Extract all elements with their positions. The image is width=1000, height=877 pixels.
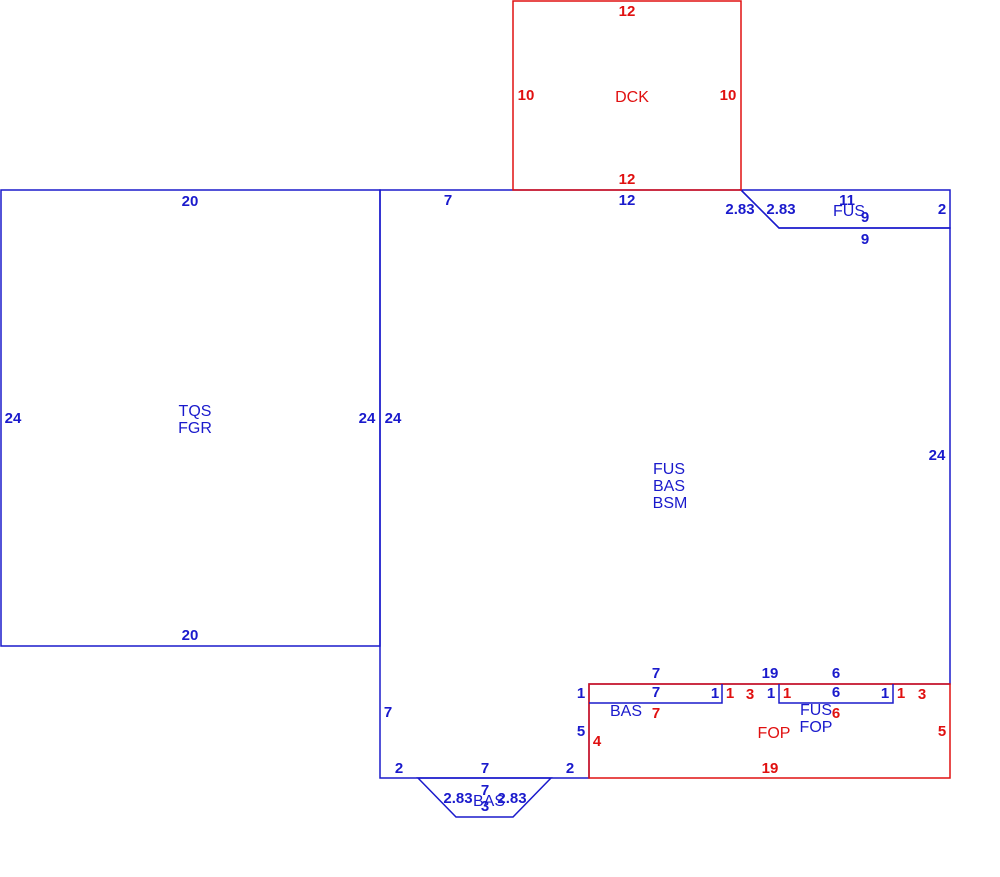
upper-corner-fus-outline: [739, 189, 951, 229]
area-label-main-1: FUS: [653, 461, 685, 478]
dim-porch-red-7: 7: [652, 705, 660, 722]
dim-deck-top: 12: [619, 3, 636, 20]
porch-outline: [588, 683, 951, 779]
dim-porch-left-5: 5: [577, 723, 585, 740]
area-label-corner-fus: FUS: [833, 203, 865, 220]
dim-garage-top: 20: [182, 193, 199, 210]
dim-garage-bottom: 20: [182, 627, 199, 644]
area-label-porch-fus: FUS: [800, 702, 832, 719]
area-label-main-2: BAS: [653, 478, 685, 495]
dim-porch-red-3a: 3: [746, 686, 754, 703]
dim-strip-7: 7: [652, 684, 660, 701]
dim-porch-red-6: 6: [832, 705, 840, 722]
bas-strip-outline: [589, 684, 723, 704]
dim-main-top-7: 7: [444, 192, 452, 209]
dim-bay-diag-b: 2.83: [497, 790, 526, 807]
area-label-deck: DCK: [615, 89, 649, 106]
dim-corner-right: 2: [938, 201, 946, 218]
dim-bay-top-7: 7: [481, 782, 489, 799]
dim-bay-bottom-3: 3: [481, 798, 489, 815]
area-label-garage-2: FGR: [178, 420, 212, 437]
dim-porch-top-7: 7: [652, 665, 660, 682]
dim-corner-top: 11: [839, 192, 855, 209]
dim-corner-inner: 9: [861, 209, 869, 226]
area-label-bay: BAS: [473, 793, 505, 810]
bay-outline: [416, 777, 553, 818]
dim-strip-1a: 1: [577, 685, 585, 702]
dim-porch-bottom-19: 19: [762, 760, 779, 777]
dim-main-left-24: 24: [385, 410, 402, 427]
dim-main-bottom-2a: 2: [395, 760, 403, 777]
dim-porch-red-1a: 1: [726, 685, 734, 702]
dim-porch-red-1b: 1: [783, 685, 791, 702]
dim-main-left-7: 7: [384, 704, 392, 721]
dim-garage-left: 24: [5, 410, 22, 427]
dim-deck-bottom: 12: [619, 171, 636, 188]
dim-corner-diag-a: 2.83: [725, 201, 754, 218]
dim-porch-red-1c: 1: [897, 685, 905, 702]
dim-porch-left-4: 4: [593, 733, 602, 750]
fus-strip-outline: [778, 684, 894, 704]
area-label-strip-bas: BAS: [610, 703, 642, 720]
dim-porch-red-3b: 3: [918, 686, 926, 703]
area-label-porch-fop: FOP: [758, 725, 791, 742]
dim-garage-right: 24: [359, 410, 376, 427]
dim-corner-bottom: 9: [861, 231, 869, 248]
dim-strip-1d: 1: [881, 685, 889, 702]
dim-porch-top-19: 19: [762, 665, 779, 682]
dim-main-right-24: 24: [929, 447, 946, 464]
dim-main-bottom-7: 7: [481, 760, 489, 777]
area-label-porch-fop2: FOP: [800, 719, 833, 736]
dim-deck-left: 10: [518, 87, 535, 104]
dim-main-bottom-2b: 2: [566, 760, 574, 777]
dim-main-top-12: 12: [619, 192, 636, 209]
dim-corner-diag-b: 2.83: [766, 201, 795, 218]
dim-strip-1c: 1: [767, 685, 775, 702]
area-label-garage-1: TQS: [179, 403, 212, 420]
area-label-main-3: BSM: [653, 495, 688, 512]
dim-porch-top-6: 6: [832, 665, 840, 682]
dim-strip-1b: 1: [711, 685, 719, 702]
deck-outline: [512, 0, 742, 191]
dim-deck-right: 10: [720, 87, 737, 104]
dim-porch-right-5: 5: [938, 723, 946, 740]
dim-strip-6: 6: [832, 684, 840, 701]
dim-bay-diag-a: 2.83: [443, 790, 472, 807]
